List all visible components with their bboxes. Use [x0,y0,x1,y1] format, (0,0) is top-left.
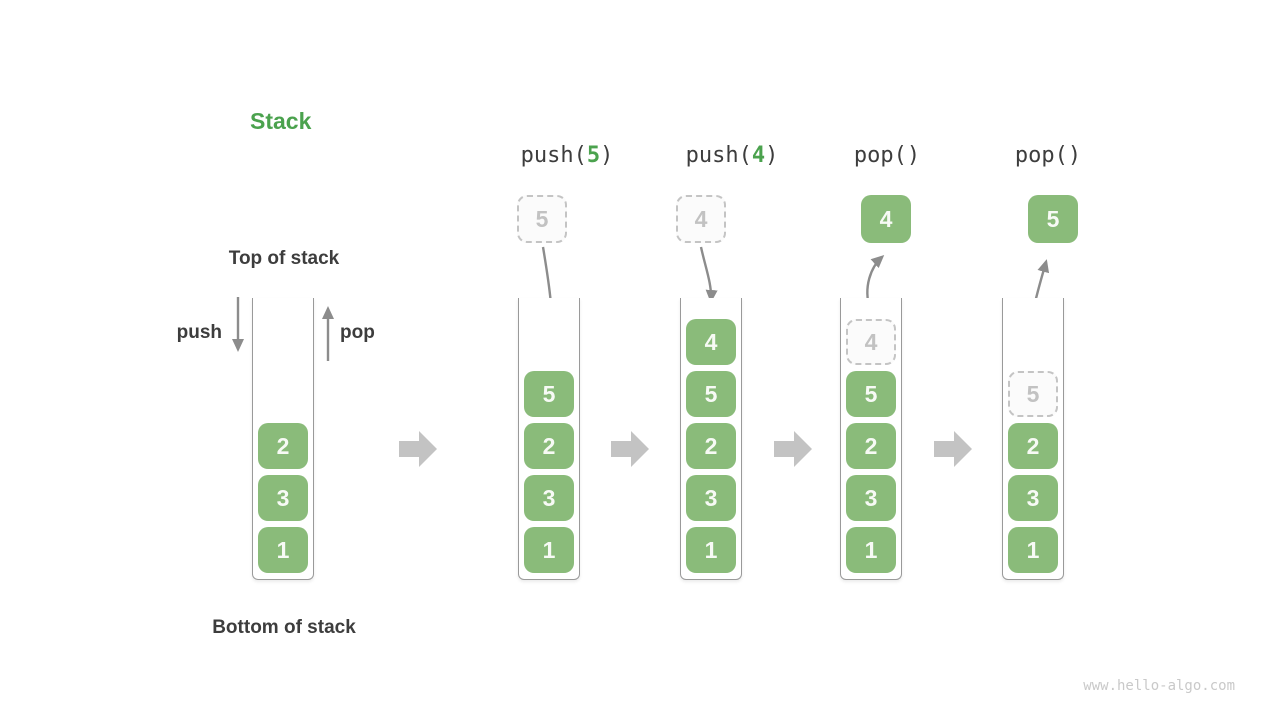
top-of-stack-label: Top of stack [228,248,340,269]
stack-item: 4 [686,319,736,365]
transition-arrow-icon [934,431,972,467]
floating-item-popped: 4 [861,195,911,243]
stack-item: 3 [258,475,308,521]
floating-item-popped: 5 [1028,195,1078,243]
diagram-title: Stack [250,108,312,134]
stack-item: 1 [686,527,736,573]
watermark: www.hello-algo.com [1083,678,1235,694]
stack-item: 1 [524,527,574,573]
stack-item: 5 [846,371,896,417]
operation-label: pop() [1014,143,1082,168]
pop-label: pop [340,322,375,343]
operation-label: pop() [853,143,921,168]
stack-item: 5 [524,371,574,417]
stack-item-ghost: 4 [846,319,896,365]
stack-item: 3 [1008,475,1058,521]
stack-item: 3 [686,475,736,521]
stack-item: 5 [686,371,736,417]
push-into-stack-arrow [699,246,718,303]
transition-arrow-icon [399,431,437,467]
stack-item: 2 [686,423,736,469]
stack-item: 2 [846,423,896,469]
stack-item: 2 [524,423,574,469]
stack-item: 3 [524,475,574,521]
operation-label: push(4) [685,143,779,168]
stack-item: 1 [1008,527,1058,573]
stack-item: 3 [846,475,896,521]
floating-item-pending: 5 [517,195,567,243]
stack-item: 1 [846,527,896,573]
stack-item-ghost: 5 [1008,371,1058,417]
floating-item-pending: 4 [676,195,726,243]
transition-arrow-icon [611,431,649,467]
operation-label: push(5) [520,143,614,168]
stack-item: 2 [1008,423,1058,469]
push-label: push [176,322,222,343]
bottom-of-stack-label: Bottom of stack [212,617,356,638]
transition-arrow-icon [774,431,812,467]
stack-item: 1 [258,527,308,573]
stack-item: 2 [258,423,308,469]
